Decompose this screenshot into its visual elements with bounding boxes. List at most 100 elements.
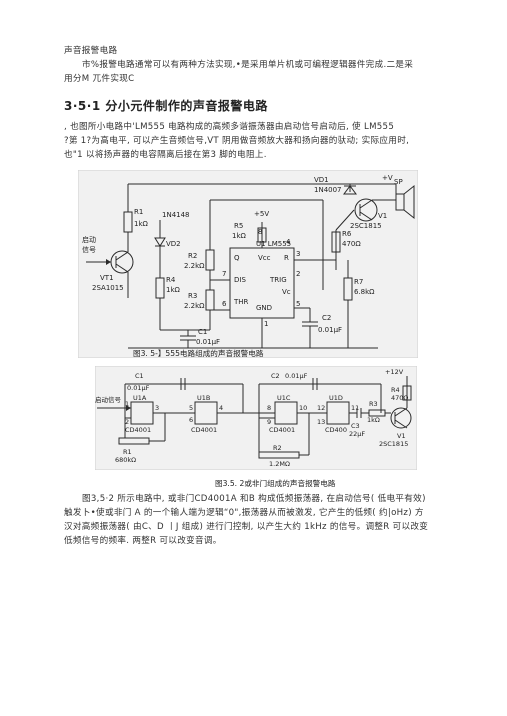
label-r1v: 1kΩ — [134, 220, 149, 228]
label2-c2v: 0.01μF — [285, 372, 308, 380]
label-r2: R2 — [188, 252, 197, 260]
para1-line-1: , 也图所小电路中'LM555 电路构成的高频多谐振荡器由启动信号启动后, 使 … — [64, 122, 395, 132]
label2-p6: 6 — [189, 416, 193, 424]
label2-plus12: +12V — [385, 368, 404, 376]
label2-p3: 3 — [155, 404, 159, 412]
label-r7: R7 — [354, 278, 363, 286]
label-c1: C1 — [198, 328, 207, 336]
label-diode1: 1N4007 — [314, 186, 342, 194]
label2-p2: 2 — [125, 418, 129, 426]
label-pnp: 2SA1015 — [92, 284, 124, 292]
intro-line-1: 市%报警电路通常可以有两种方法实现,•是采用单片机或可编程逻辑器件完成.二是采 — [82, 60, 414, 70]
figure-2-caption: 图3.5. 2或非门组成的声音报警电路 — [215, 479, 336, 488]
label2-p5: 5 — [189, 404, 193, 412]
label2-r3v: 1kΩ — [367, 416, 380, 424]
label2-v1: V1 — [397, 432, 406, 440]
label-r4: R4 — [166, 276, 176, 284]
label2-u1d: U1D — [329, 394, 343, 402]
label-pin-gnd: GND — [256, 304, 272, 312]
label-c1v: 0.01μF — [196, 338, 220, 346]
section-title: 声音报警电路 — [64, 46, 118, 56]
label2-r4v: 470Ω — [391, 394, 408, 402]
label-pin-thr: THR — [233, 298, 249, 306]
label2-p4: 4 — [219, 404, 223, 412]
label-q-out: 2SC1815 — [350, 222, 382, 230]
schematic-nor: C1 0.01μF C2 0.01μF +12V R4 470Ω 启动信号 U1… — [95, 366, 417, 470]
label-p7: 7 — [222, 270, 226, 278]
label-c2: C2 — [322, 314, 331, 322]
label-vd2: VD2 — [166, 240, 181, 248]
label2-u1a: U1A — [133, 394, 147, 402]
label-sp: SP — [394, 178, 403, 186]
label-vd1: VD1 — [314, 176, 329, 184]
label-r3: R3 — [188, 292, 197, 300]
label2-cd3: CD4001 — [269, 426, 295, 434]
label-p5: 5 — [296, 300, 300, 308]
label-pin-q: Q — [234, 254, 240, 262]
label-p8: 8 — [258, 228, 262, 236]
label2-r1v: 680kΩ — [115, 456, 136, 464]
label2-p13: 13 — [317, 418, 325, 426]
label2-p11: 11 — [351, 404, 359, 412]
label-p2: 2 — [296, 270, 300, 278]
label2-start: 启动信号 — [95, 395, 122, 404]
label2-q: 2SC1815 — [379, 440, 408, 448]
label-r6v: 470Ω — [342, 240, 361, 248]
label2-r2: R2 — [273, 444, 282, 452]
label2-r1: R1 — [123, 448, 132, 456]
label-start: 启动 — [82, 235, 96, 244]
label2-cd4: CD400 — [325, 426, 347, 434]
label-pin-dis: DIS — [234, 276, 246, 284]
label-u1: U1 LM555 — [256, 240, 291, 248]
label2-p9: 9 — [267, 418, 271, 426]
label-p4: 4 — [286, 238, 291, 246]
label2-r2v: 1.2MΩ — [269, 460, 290, 468]
label2-r4: R4 — [391, 386, 400, 394]
intro-line-2: 用分M 兀件实现C — [64, 74, 135, 84]
label2-c2: C2 — [271, 372, 280, 380]
label-p6: 6 — [222, 300, 227, 308]
label2-cd1: CD4001 — [125, 426, 151, 434]
label2-r3: R3 — [369, 400, 378, 408]
label2-c3: C3 — [351, 422, 360, 430]
schematic-555: +V VD1 1N4007 SP V1 2SC1815 R1 1kΩ 1N414… — [78, 170, 418, 358]
para2-line-3: 汉对高频振荡器( 由C、D 丨J 组成) 进行门控制, 以产生大约 1kHz 的… — [64, 522, 429, 532]
label2-p8: 8 — [267, 404, 271, 412]
label2-p1: 1 — [125, 400, 129, 408]
label-p3: 3 — [296, 250, 300, 258]
label2-p12: 12 — [317, 404, 325, 412]
label-p5v: +5V — [254, 210, 269, 218]
label2-u1c: U1C — [277, 394, 291, 402]
para2-line-1: 图3,5·2 所示电路中, 或非门CD4001A 和B 构成低频振荡器, 在启动… — [82, 494, 426, 504]
label-r4v: 1kΩ — [166, 286, 181, 294]
label-v1: V1 — [378, 212, 387, 220]
label-r7v: 6.8kΩ — [354, 288, 375, 296]
label-plus-v: +V — [382, 174, 393, 182]
label-pin-vcc: Vcc — [258, 254, 271, 262]
label2-c1: C1 — [135, 372, 144, 380]
label-pin-vc: Vc — [282, 288, 291, 296]
para2-line-4: 低频信号的频率. 两整R 可以改变音调。 — [64, 536, 222, 546]
label2-c1v: 0.01μF — [127, 384, 150, 392]
para1-line-3: 也"1 以将扬声器的电容隔离后接在第3 脚的电阻上. — [64, 150, 267, 160]
label2-p10: 10 — [299, 404, 307, 412]
label-p1: 1 — [264, 320, 268, 328]
label2-u1b: U1B — [197, 394, 210, 402]
label-pin-trig: TRIG — [269, 276, 287, 284]
label-c2v: 0.01μF — [318, 326, 342, 334]
label-r3v: 2.2kΩ — [184, 302, 205, 310]
label-r1: R1 — [134, 208, 143, 216]
para1-line-2: ?第 1?为高电平, 可以产生音频信号,VT 阴用做音频放大器和扬向器的驮动; … — [64, 136, 410, 146]
label-r5: R5 — [234, 222, 243, 230]
label-vt1: VT1 — [100, 274, 114, 282]
label-r5v: 1kΩ — [232, 232, 247, 240]
label-r2v: 2.2kΩ — [184, 262, 205, 270]
heading: 3·5·1 分小元件制作的声音报警电路 — [64, 99, 268, 113]
para2-line-2: 触发卜•使或非门 A 的一个输人端为逻辑“0",振荡器从而被激发, 它产生的低频… — [64, 508, 424, 518]
label-d-in: 1N4148 — [162, 211, 190, 219]
label2-cd2: CD4001 — [191, 426, 217, 434]
label-pin-r: R — [284, 254, 289, 262]
label2-c3v: 22μF — [349, 430, 365, 438]
figure-1-caption: 图3. 5-】555电路组成的声音报警电路 — [133, 349, 264, 358]
label-r6: R6 — [342, 230, 352, 238]
